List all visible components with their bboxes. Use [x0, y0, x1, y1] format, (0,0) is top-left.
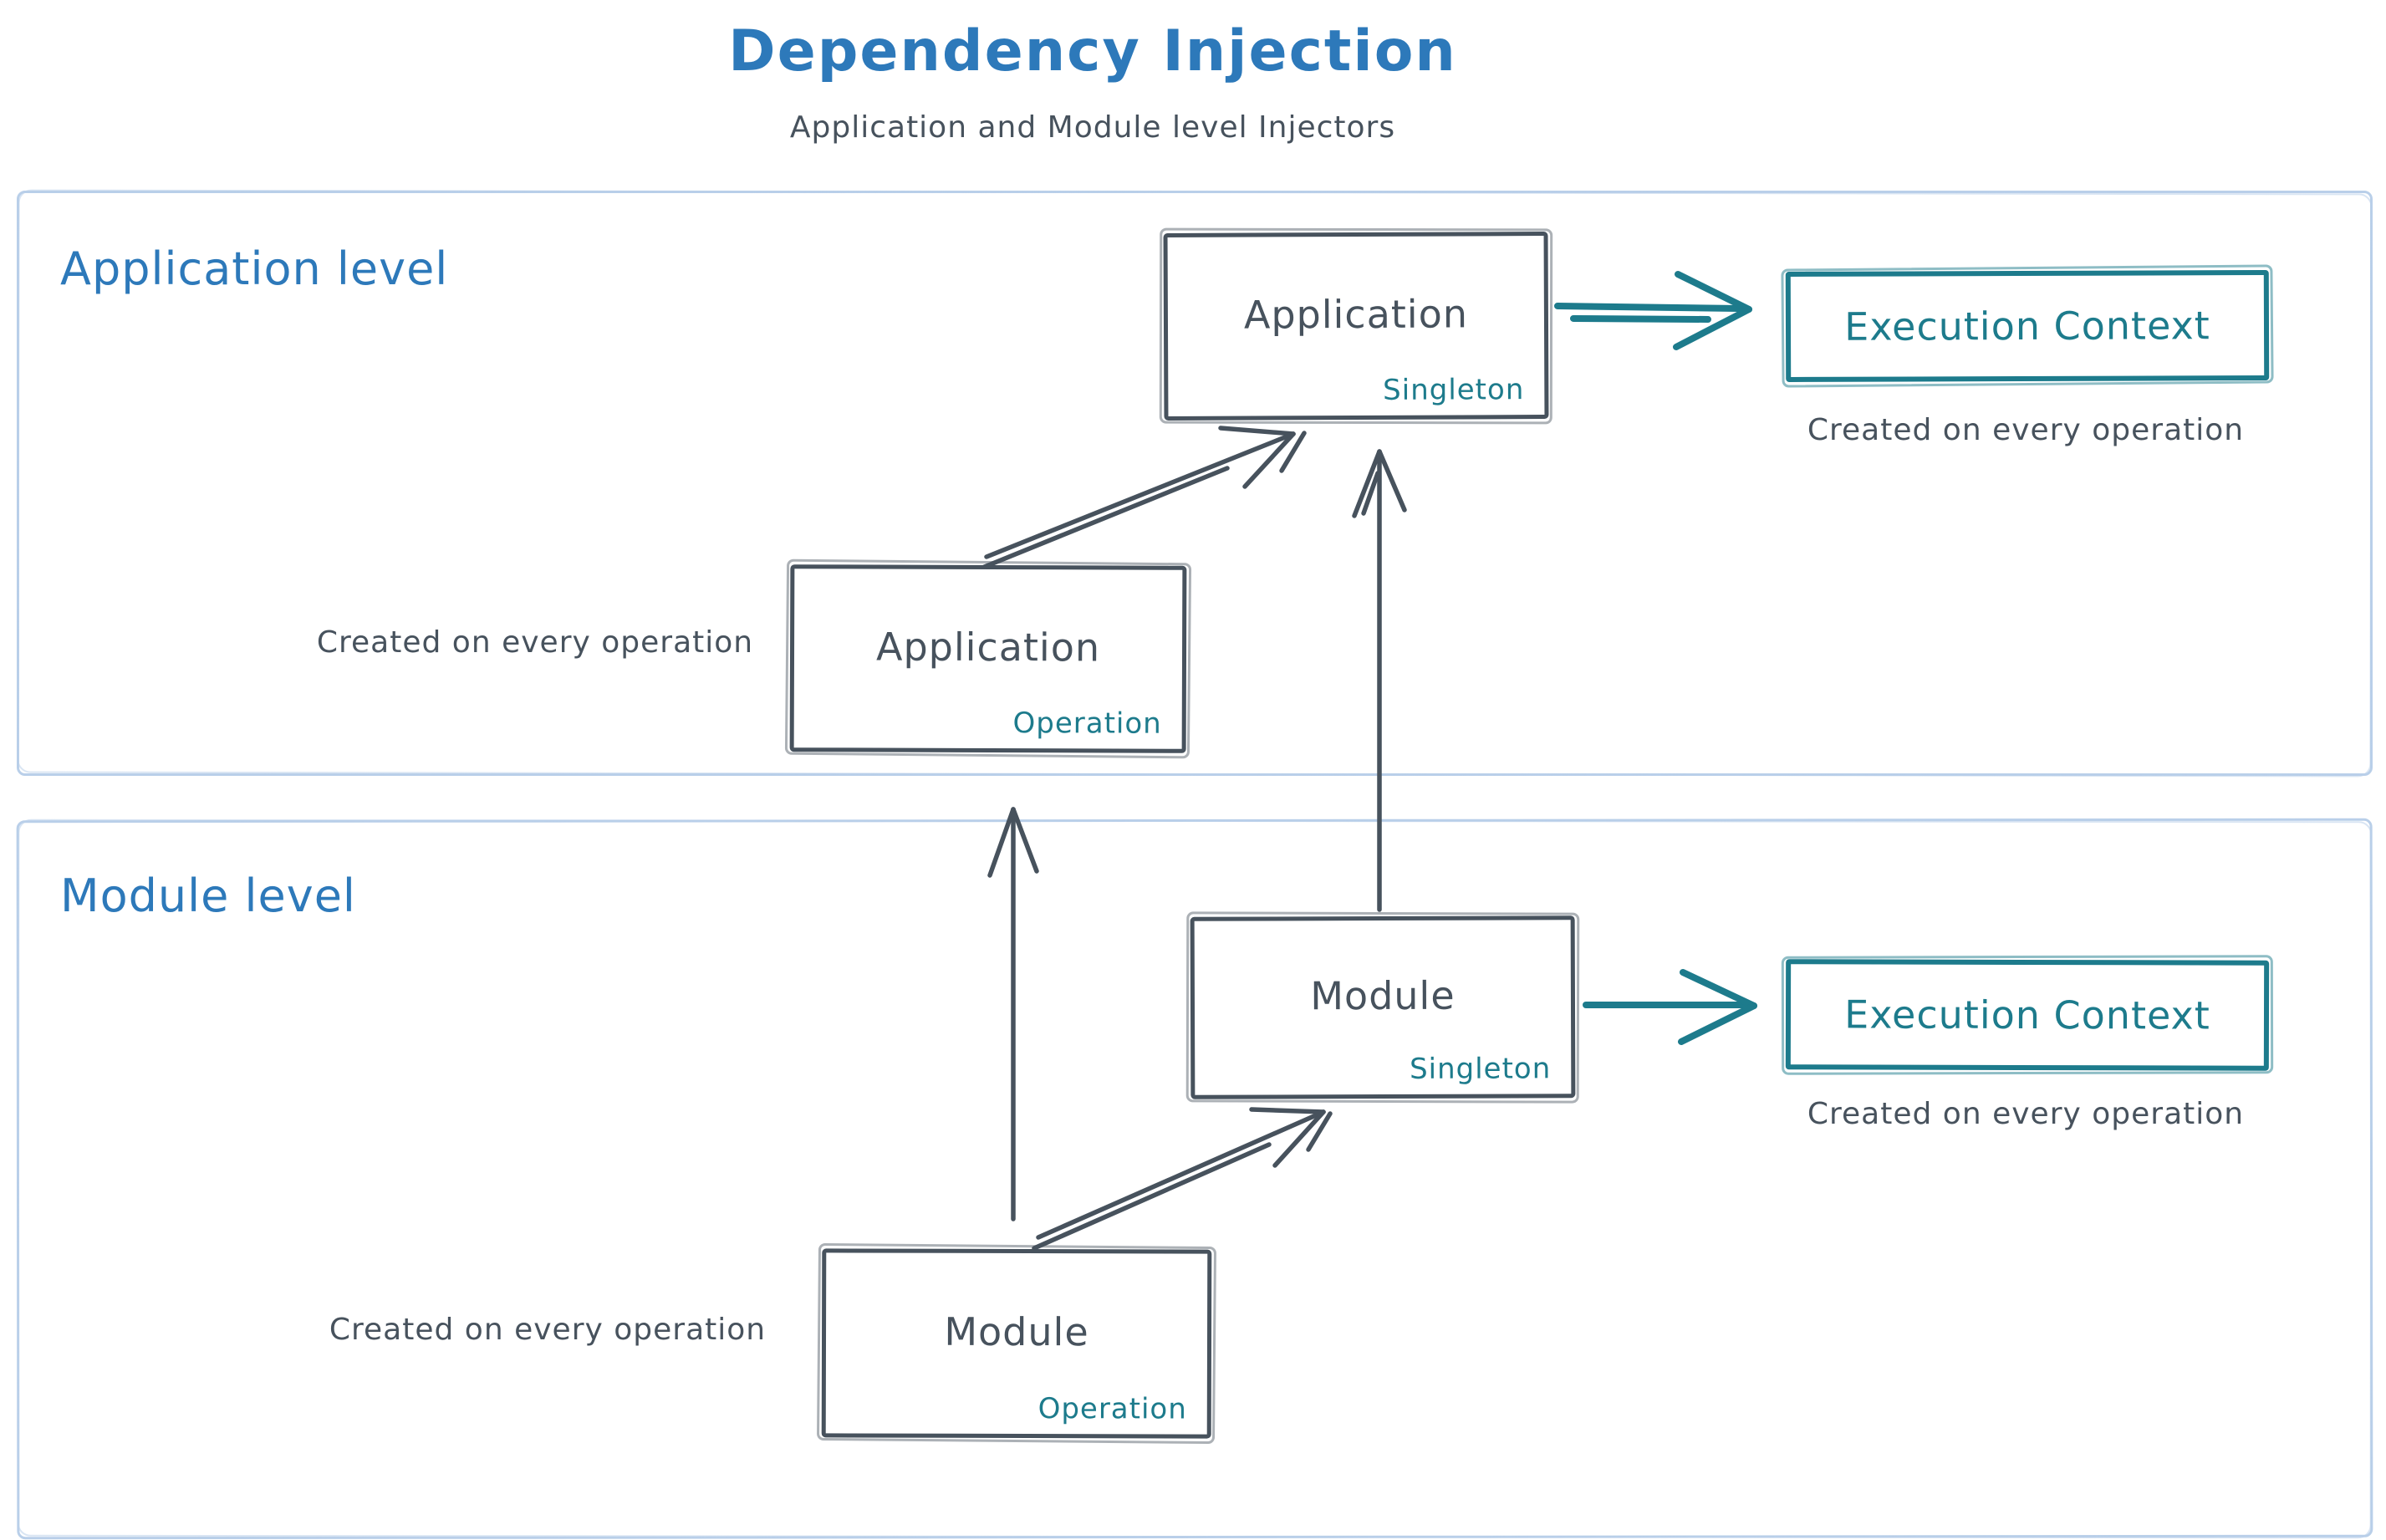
module-operation-box-title: Module: [944, 1308, 1089, 1355]
app-singleton-box: Application Singleton: [1163, 231, 1549, 421]
module-execution-context-label: Execution Context: [1844, 992, 2210, 1038]
application-level-label: Application level: [60, 242, 449, 295]
app-operation-caption: Created on every operation: [316, 625, 754, 660]
app-execution-context-box: Execution Context: [1785, 269, 2270, 383]
app-singleton-box-title: Application: [1243, 291, 1469, 338]
arrow-module-operation-to-module-singleton: [1032, 1107, 1333, 1251]
module-execution-context-caption: Created on every operation: [1807, 1097, 2245, 1131]
module-level-label: Module level: [60, 869, 356, 922]
application-level-section: [17, 191, 2373, 776]
app-operation-box: Application Operation: [789, 564, 1187, 753]
arrow-module-singleton-to-app-singleton: [1352, 449, 1407, 912]
module-operation-box-tag: Operation: [1038, 1392, 1187, 1426]
app-singleton-box-tag: Singleton: [1383, 373, 1525, 407]
app-operation-box-tag: Operation: [1012, 706, 1162, 741]
arrow-module-operation-to-app-operation: [987, 807, 1039, 1221]
diagram-title: Dependency Injection: [728, 18, 1457, 84]
arrow-app-singleton-to-execution-context: [1554, 271, 1752, 350]
app-operation-box-title: Application: [875, 624, 1101, 671]
module-operation-caption: Created on every operation: [329, 1313, 767, 1347]
app-execution-context-label: Execution Context: [1844, 303, 2210, 349]
module-execution-context-box: Execution Context: [1785, 959, 2270, 1071]
arrow-app-operation-to-app-singleton: [980, 426, 1307, 570]
module-singleton-box-tag: Singleton: [1409, 1052, 1552, 1086]
module-operation-box: Module Operation: [821, 1248, 1212, 1439]
diagram-subtitle: Application and Module level Injectors: [789, 110, 1396, 145]
module-singleton-box-title: Module: [1310, 972, 1456, 1019]
arrow-module-singleton-to-execution-context: [1583, 969, 1757, 1045]
module-singleton-box: Module Singleton: [1190, 915, 1576, 1099]
app-execution-context-caption: Created on every operation: [1807, 413, 2245, 447]
